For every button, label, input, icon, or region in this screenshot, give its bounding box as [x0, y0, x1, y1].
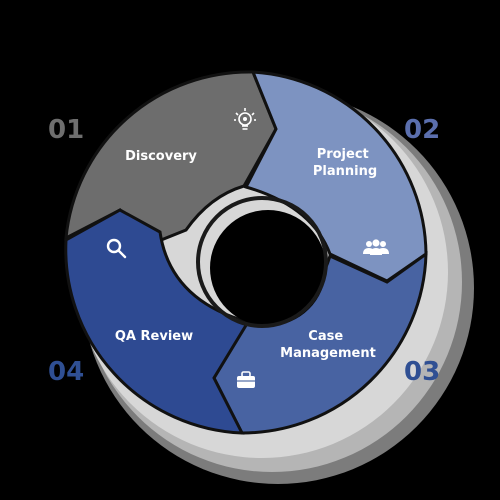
segment-label-discovery: Discovery [125, 149, 197, 164]
label-line: Management [280, 346, 376, 361]
segment-label-case-management: Case Management [280, 329, 376, 361]
label-line: Discovery [125, 149, 197, 164]
step-number-03: 03 [404, 357, 440, 387]
lightbulb-gear-icon [234, 108, 256, 130]
step-number-04: 04 [48, 357, 84, 387]
step-number-02: 02 [404, 115, 440, 145]
step-number-01: 01 [48, 115, 84, 145]
segment-discovery [64, 70, 278, 248]
center-hole-rim [196, 196, 328, 328]
segment-label-qa-review: QA Review [115, 329, 193, 344]
label-line: QA Review [115, 329, 193, 344]
segment-label-project-planning: Project Planning [313, 147, 377, 179]
magnifier-icon [106, 238, 127, 259]
people-group-icon [363, 239, 389, 255]
briefcase-icon [237, 371, 255, 388]
segment-qa-review [64, 208, 251, 435]
center-hole [210, 210, 326, 326]
label-line: Planning [313, 164, 377, 179]
label-line: Case [308, 329, 343, 344]
label-line: Project [317, 147, 369, 162]
